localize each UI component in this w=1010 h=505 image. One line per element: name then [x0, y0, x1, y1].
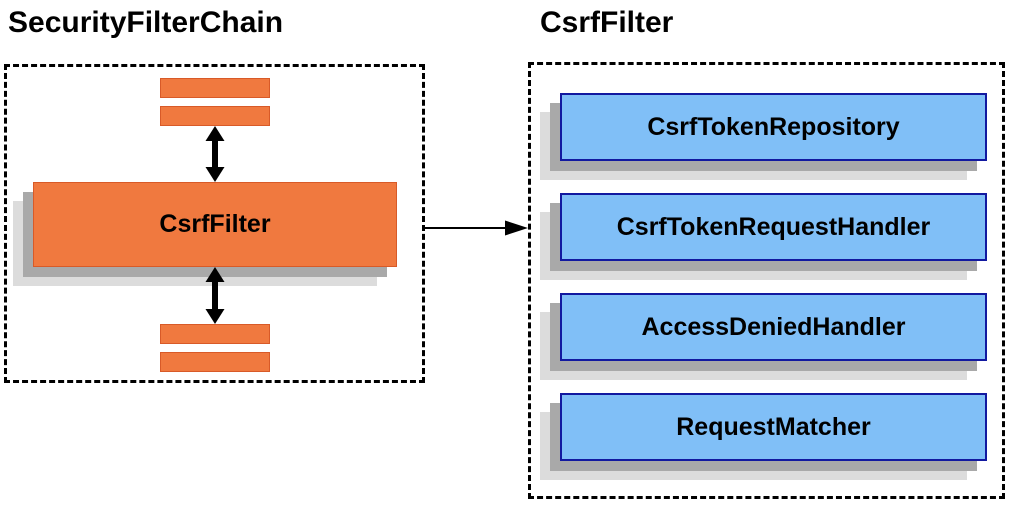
csrf-filter-node-label: CsrfFilter — [159, 210, 271, 238]
csrf-filter-title: CsrfFilter — [540, 6, 674, 39]
csrf-filter-components-container: CsrfTokenRepository CsrfTokenRequestHand… — [528, 62, 1005, 499]
component-label: RequestMatcher — [676, 412, 871, 441]
filter-placeholder-bar — [160, 106, 270, 126]
vertical-double-arrow-icon — [205, 126, 225, 182]
filter-placeholder-bar — [160, 352, 270, 372]
security-filter-chain-container: CsrfFilter — [4, 64, 425, 383]
arrow-right-icon — [425, 220, 528, 236]
component-csrf-token-repository: CsrfTokenRepository — [560, 93, 987, 161]
component-request-matcher: RequestMatcher — [560, 393, 987, 461]
filter-placeholder-bar — [160, 78, 270, 98]
security-filter-chain-title: SecurityFilterChain — [8, 6, 284, 39]
csrf-filter-node: CsrfFilter — [33, 182, 397, 267]
component-label: CsrfTokenRepository — [647, 112, 900, 141]
filter-placeholder-bar — [160, 324, 270, 344]
component-label: CsrfTokenRequestHandler — [616, 212, 931, 241]
vertical-double-arrow-icon — [205, 267, 225, 324]
component-csrf-token-request-handler: CsrfTokenRequestHandler — [560, 193, 987, 261]
component-label: AccessDeniedHandler — [641, 312, 906, 341]
component-access-denied-handler: AccessDeniedHandler — [560, 293, 987, 361]
